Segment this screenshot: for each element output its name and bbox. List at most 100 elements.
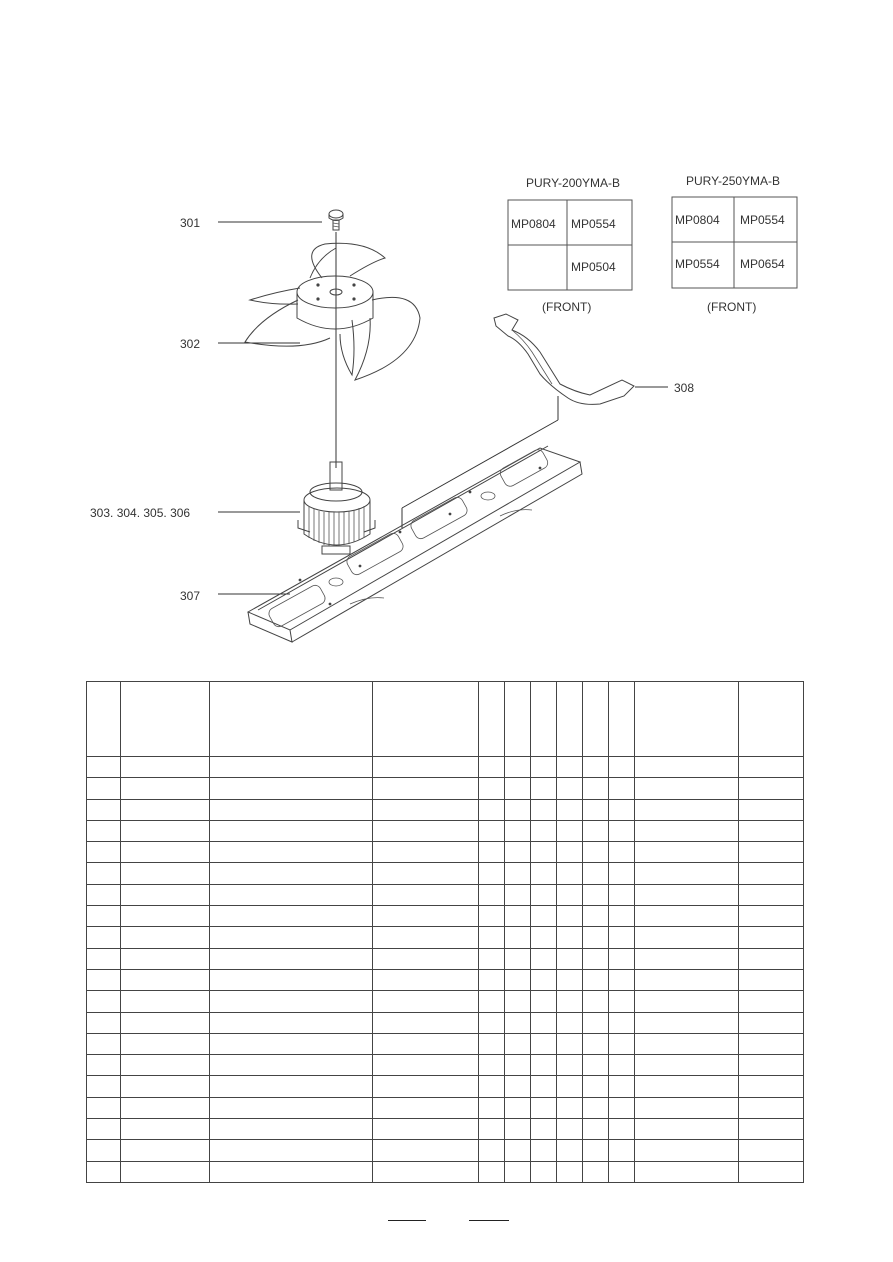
- table-cell: [209, 798, 373, 821]
- page-footer: [0, 1210, 893, 1230]
- table-cell: [372, 798, 479, 821]
- table-cell: [634, 1032, 739, 1056]
- table-cell: [582, 905, 609, 928]
- header-cell: [372, 681, 479, 757]
- header-cell: [120, 681, 210, 757]
- table-row: [86, 1160, 804, 1183]
- table-cell: [738, 968, 804, 992]
- table-cell: [556, 1054, 583, 1077]
- table-row: [86, 1032, 804, 1056]
- svg-text:(FRONT): (FRONT): [707, 300, 756, 314]
- callout-303-306: 303. 304. 305. 306: [90, 506, 190, 520]
- table-cell: [582, 1075, 609, 1098]
- table-cell: [738, 1118, 804, 1141]
- table-cell: [120, 798, 210, 821]
- table-row: [86, 926, 804, 949]
- table-cell: [738, 905, 804, 928]
- table-cell: [120, 755, 210, 779]
- table-cell: [209, 1139, 373, 1162]
- table-row: [86, 1139, 804, 1162]
- table-cell: [120, 1011, 210, 1034]
- table-cell: [556, 1096, 583, 1120]
- table-row: [86, 777, 804, 800]
- table-cell: [86, 777, 121, 800]
- table-cell: [120, 1054, 210, 1077]
- table-cell: [738, 947, 804, 970]
- table-cell: [86, 1118, 121, 1141]
- table-cell: [530, 1075, 557, 1098]
- table-cell: [738, 1096, 804, 1120]
- table-cell: [120, 777, 210, 800]
- table-cell: [504, 968, 531, 992]
- table-cell: [372, 1075, 479, 1098]
- table-cell: [372, 968, 479, 992]
- screw-part-301: [328, 209, 344, 231]
- bracket-part-308: [401, 313, 635, 528]
- table-cell: [120, 947, 210, 970]
- table-cell: [556, 883, 583, 907]
- table-cell: [582, 777, 609, 800]
- table-row: [86, 819, 804, 843]
- table-cell: [634, 819, 739, 843]
- table-cell: [556, 755, 583, 779]
- svg-text:(FRONT): (FRONT): [542, 300, 591, 314]
- table-cell: [504, 755, 531, 779]
- table-cell: [608, 926, 635, 949]
- footer-rule-left: [388, 1220, 426, 1221]
- table-cell: [530, 1032, 557, 1056]
- table-cell: [738, 841, 804, 864]
- table-cell: [738, 1032, 804, 1056]
- table-cell: [372, 1011, 479, 1034]
- table-cell: [372, 819, 479, 843]
- table-cell: [608, 1139, 635, 1162]
- table-cell: [86, 990, 121, 1013]
- table-cell: [738, 755, 804, 779]
- table-cell: [504, 926, 531, 949]
- table-cell: [504, 1075, 531, 1098]
- table-cell: [86, 1139, 121, 1162]
- table-cell: [608, 1118, 635, 1141]
- table-cell: [372, 1032, 479, 1056]
- table-cell: [634, 1054, 739, 1077]
- table-cell: [634, 841, 739, 864]
- table-cell: [556, 968, 583, 992]
- table-cell: [738, 1011, 804, 1034]
- table-row: [86, 990, 804, 1013]
- table-cell: [634, 862, 739, 885]
- table-cell: [530, 777, 557, 800]
- table-cell: [120, 1032, 210, 1056]
- table-cell: [608, 1032, 635, 1056]
- table-cell: [608, 862, 635, 885]
- table-cell: [582, 819, 609, 843]
- table-cell: [530, 926, 557, 949]
- table-cell: [478, 968, 505, 992]
- table-cell: [530, 1160, 557, 1183]
- table-cell: [120, 1075, 210, 1098]
- table-cell: [556, 819, 583, 843]
- table-cell: [634, 947, 739, 970]
- table-cell: [634, 755, 739, 779]
- header-cell: [209, 681, 373, 757]
- table-row: [86, 1075, 804, 1098]
- table-cell: [738, 883, 804, 907]
- table-cell: [608, 947, 635, 970]
- table-cell: [738, 862, 804, 885]
- table-cell: [120, 841, 210, 864]
- table-cell: [478, 1118, 505, 1141]
- table-cell: [608, 819, 635, 843]
- table-cell: [634, 777, 739, 800]
- table-cell: [634, 926, 739, 949]
- table-cell: [478, 947, 505, 970]
- table-cell: [86, 947, 121, 970]
- table-cell: [582, 1096, 609, 1120]
- table-cell: [209, 1160, 373, 1183]
- table-cell: [120, 926, 210, 949]
- table-row: [86, 1054, 804, 1077]
- table-cell: [530, 905, 557, 928]
- box-250-cell-4: MP0654: [740, 257, 785, 271]
- table-cell: [86, 798, 121, 821]
- svg-text:PURY-250YMA-B: PURY-250YMA-B: [686, 174, 780, 188]
- table-cell: [608, 883, 635, 907]
- table-cell: [504, 1054, 531, 1077]
- table-cell: [556, 798, 583, 821]
